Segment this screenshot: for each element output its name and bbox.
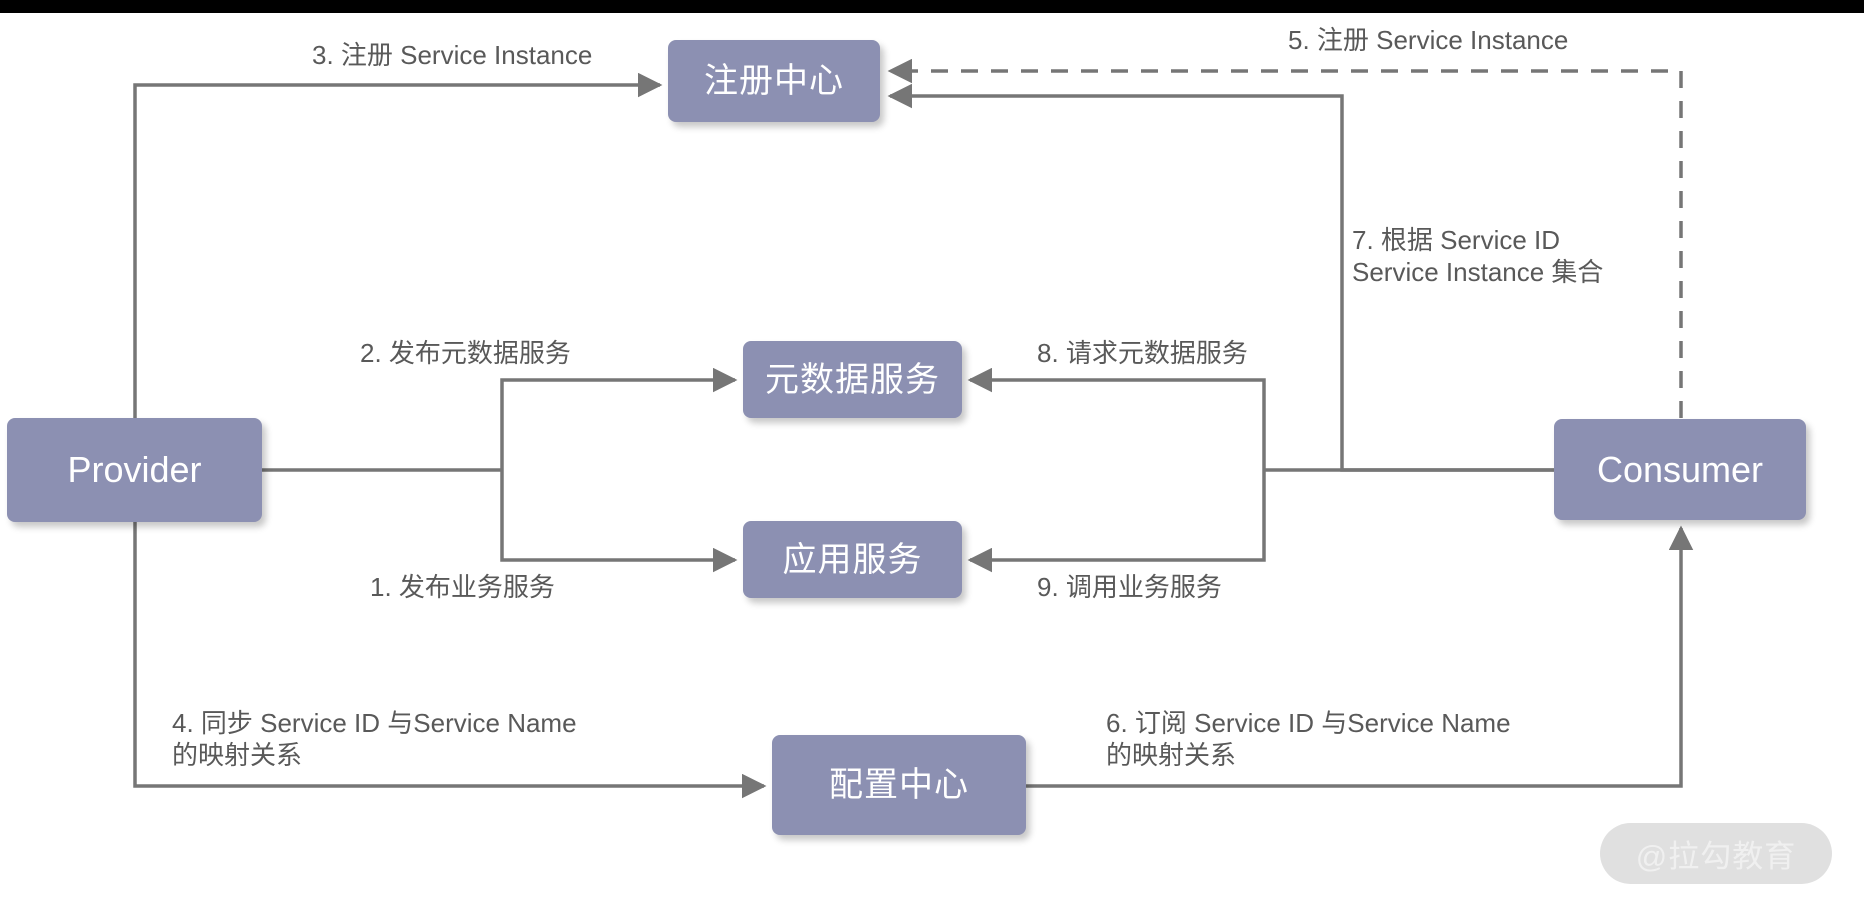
edge-consumer-to-metadata [967, 367, 1266, 470]
edge-provider-to-registry [133, 72, 663, 418]
edge-provider-to-metadata [500, 367, 738, 470]
node-consumer-label: Consumer [1596, 448, 1764, 490]
edge-label-step-4: 4. 同步 Service ID 与Service Name 的映射关系 [172, 708, 577, 770]
node-registry[interactable]: 注册中心 [668, 40, 880, 122]
edge-configcenter-to-consumer [1026, 525, 1694, 788]
edge-label-step-5: 5. 注册 Service Instance [1288, 25, 1569, 55]
edge-label-step-8: 8. 请求元数据服务 [1037, 338, 1248, 368]
top-black-bar [0, 0, 1864, 13]
node-config-center[interactable]: 配置中心 [772, 735, 1026, 835]
node-registry-label: 注册中心 [704, 62, 844, 100]
edge-provider-to-configcenter [133, 522, 767, 799]
node-consumer[interactable]: Consumer [1554, 419, 1806, 520]
node-application-service[interactable]: 应用服务 [743, 521, 962, 598]
watermark-text: @拉勾教育 [1635, 839, 1797, 874]
edge-label-step-9: 9. 调用业务服务 [1037, 572, 1222, 602]
edge-label-step-6: 6. 订阅 Service ID 与Service Name 的映射关系 [1106, 708, 1511, 770]
node-application-service-label: 应用服务 [782, 540, 923, 579]
edge-label-step-2: 2. 发布元数据服务 [360, 338, 571, 368]
node-metadata-service[interactable]: 元数据服务 [743, 341, 962, 418]
node-metadata-service-label: 元数据服务 [765, 360, 940, 399]
edge-label-step-3: 3. 注册 Service Instance [312, 40, 593, 70]
node-config-center-label: 配置中心 [829, 766, 969, 804]
edge-consumer-to-registry-dashed [887, 58, 1683, 418]
edge-provider-to-appservice [500, 470, 738, 573]
edge-label-step-1: 1. 发布业务服务 [370, 572, 555, 602]
node-provider-label: Provider [67, 449, 202, 490]
node-provider[interactable]: Provider [7, 418, 262, 522]
edge-consumer-to-appservice [967, 470, 1266, 573]
edge-label-step-7: 7. 根据 Service ID Service Instance 集合 [1352, 225, 1604, 287]
watermark-badge: @拉勾教育 [1600, 823, 1832, 884]
